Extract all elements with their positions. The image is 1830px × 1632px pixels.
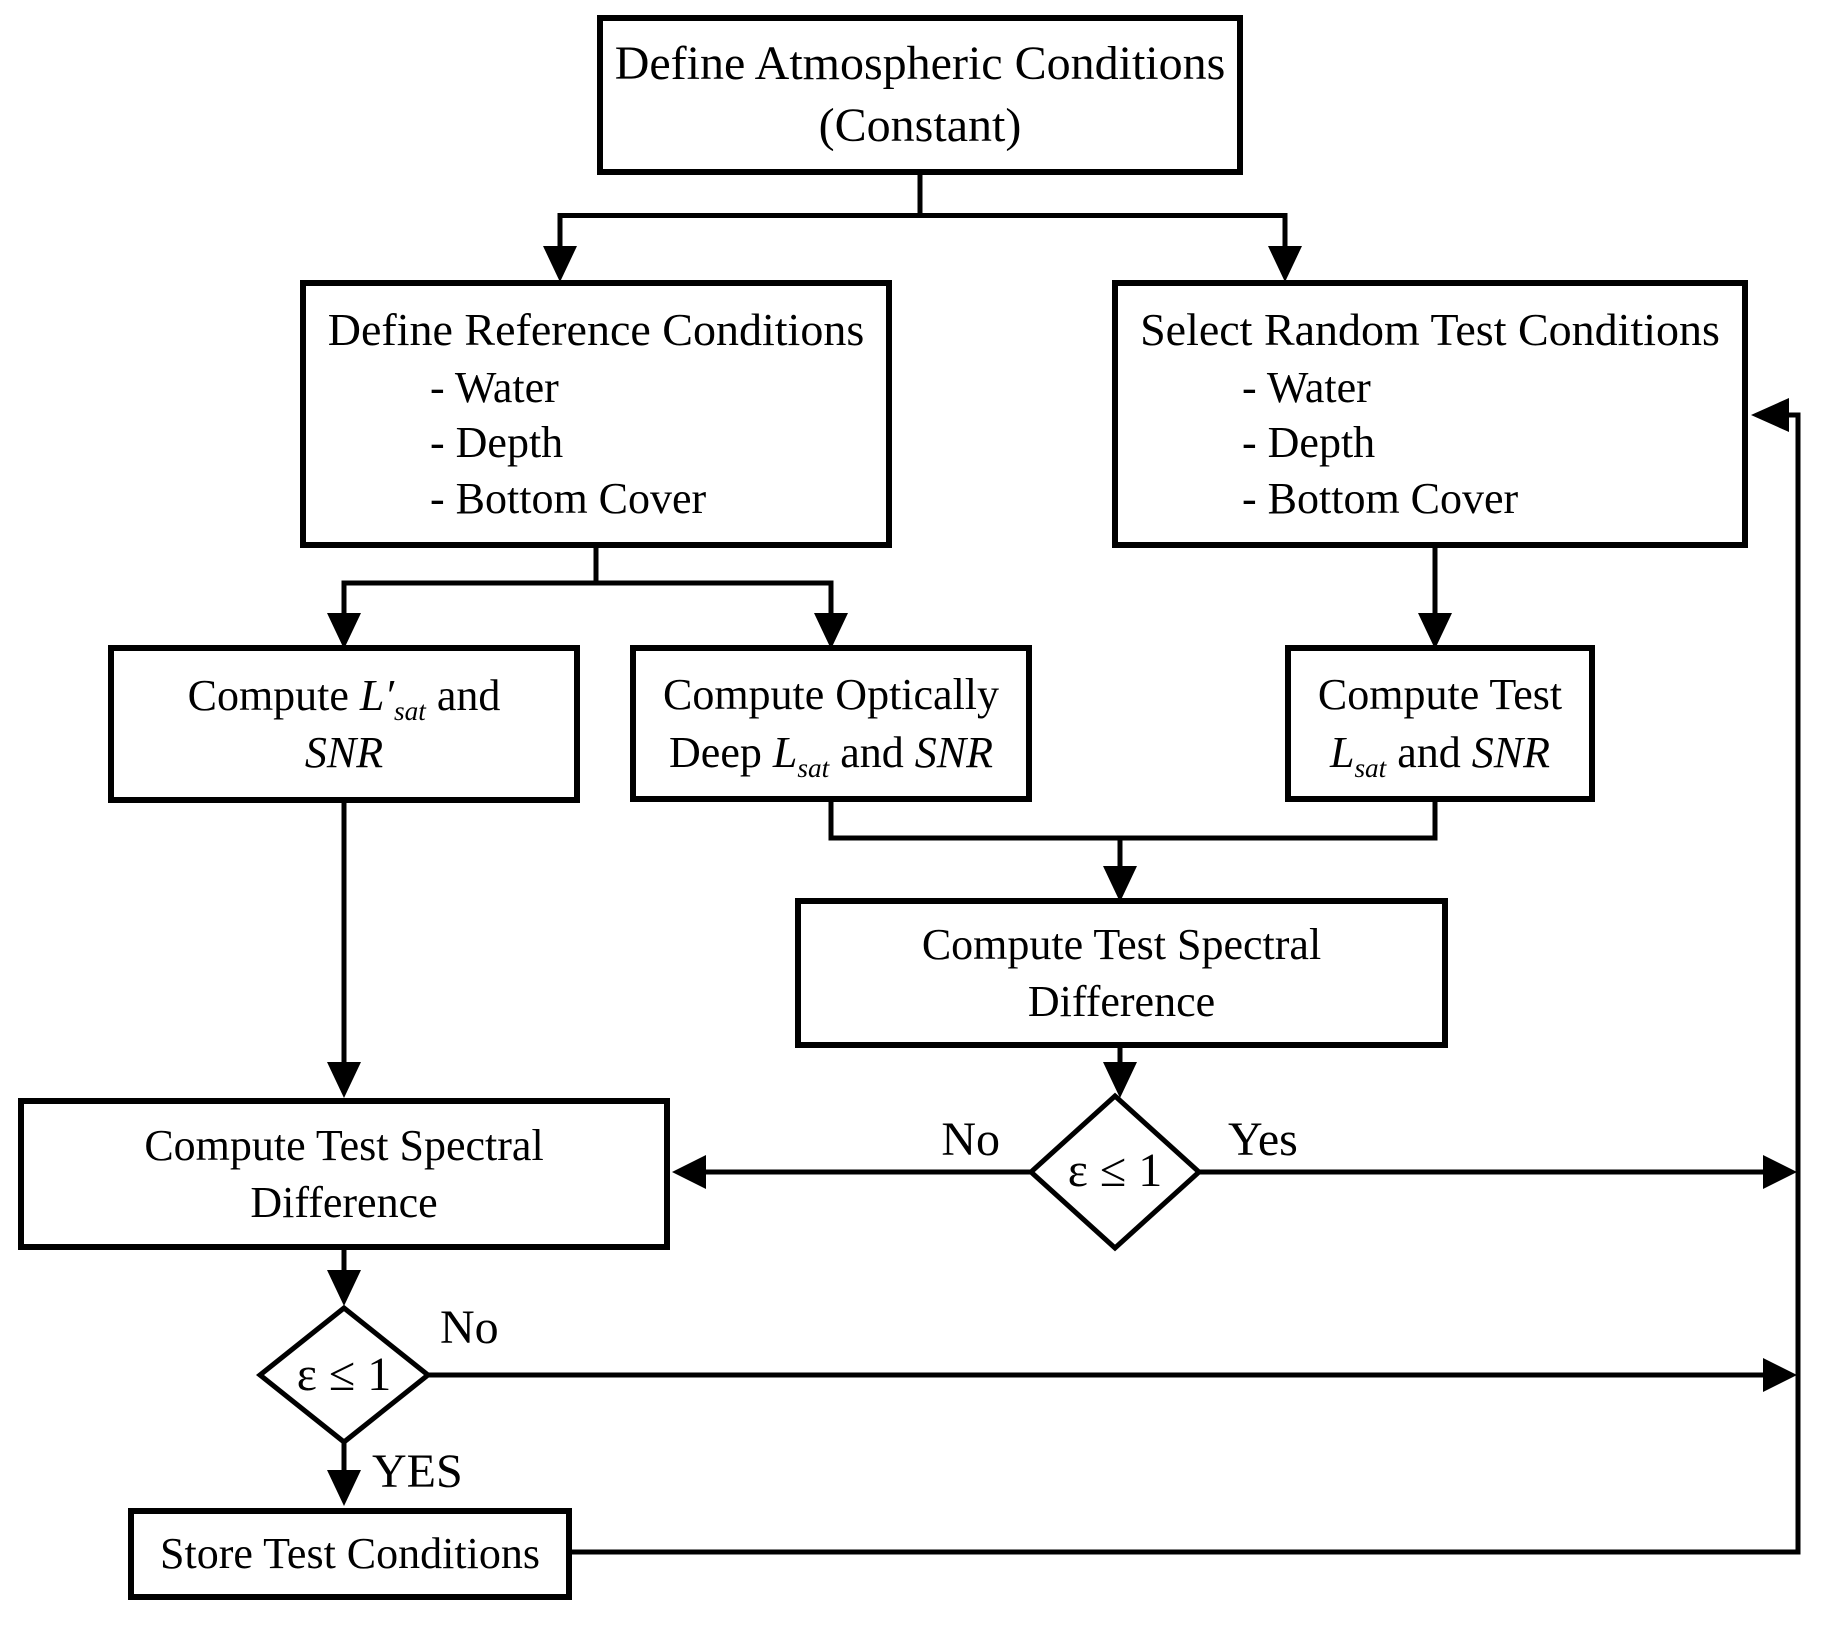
list-item-depth: - Depth <box>430 418 564 468</box>
node-text-line: Compute Test Spectral <box>921 919 1322 969</box>
arrowhead-into-leftdiff-top <box>327 1062 361 1098</box>
arrowhead-into-store <box>327 1470 361 1506</box>
node-text-line: (Constant) <box>818 99 1022 152</box>
node-reference-conditions: Define Reference Conditions - Water - De… <box>300 280 892 548</box>
arrowhead-into-reference <box>543 246 577 282</box>
node-text-line: Compute Optically <box>662 670 1000 720</box>
node-text-line: Compute Test <box>1317 670 1563 720</box>
node-title: Define Reference Conditions <box>327 304 865 355</box>
decision2-no-label: No <box>440 1301 499 1354</box>
arrowhead-into-deep <box>814 613 848 649</box>
edge-reference-split <box>341 548 834 616</box>
arrowhead-into-middiff <box>1103 866 1137 902</box>
node-title: Select Random Test Conditions <box>1140 304 1720 355</box>
node-text-line: Difference <box>250 1178 438 1227</box>
arrowhead-into-leftdiff-right <box>672 1155 706 1189</box>
decision1-condition: ε ≤ 1 <box>1067 1144 1163 1197</box>
node-compute-test-spectral-difference-left: Compute Test Spectral Difference <box>18 1098 670 1250</box>
node-compute-test-lsat-snr: Compute Test Lsat and SNR <box>1285 645 1595 802</box>
arrowhead-into-decision2 <box>327 1270 361 1306</box>
node-random-test-conditions: Select Random Test Conditions - Water - … <box>1112 280 1748 548</box>
edge-atmospheric-split <box>557 175 1288 250</box>
decision1-yes-label: Yes <box>1228 1113 1298 1166</box>
node-text-line: Difference <box>1027 977 1216 1026</box>
decision2-condition: ε ≤ 1 <box>296 1348 392 1401</box>
node-text-line: Lsat and SNR <box>1329 727 1551 783</box>
edge-feedback-loop <box>572 412 1801 1555</box>
decision2-diamond <box>255 1304 433 1446</box>
node-compute-optically-deep: Compute Optically Deep Lsat and SNR <box>630 645 1032 802</box>
node-atmospheric-conditions: Define Atmospheric Conditions (Constant) <box>597 15 1243 175</box>
arrowhead-into-lsatprime <box>327 613 361 649</box>
arrowhead-into-decision1 <box>1103 1062 1137 1098</box>
node-text-line: Store Test Conditions <box>160 1529 540 1579</box>
arrowhead-into-computetest <box>1418 613 1452 649</box>
decision1-diamond <box>1027 1092 1203 1252</box>
node-text-line: SNR <box>304 728 384 777</box>
list-item-bottom-cover: - Bottom Cover <box>1242 473 1519 523</box>
decision1-no-label: No <box>941 1113 1000 1166</box>
arrowhead-loop-into-random <box>1751 398 1789 432</box>
arrowhead-decision2-no-to-loop <box>1763 1358 1797 1392</box>
edge-join-to-middiff <box>828 802 1438 868</box>
node-text-line: Deep Lsat and SNR <box>669 727 993 783</box>
list-item-water: - Water <box>430 362 559 412</box>
node-text-line: Define Atmospheric Conditions <box>614 36 1226 90</box>
node-store-test-conditions: Store Test Conditions <box>128 1508 572 1600</box>
decision2-yes-label: YES <box>372 1445 463 1498</box>
node-compute-lsat-prime-snr: Compute L′sat and SNR <box>108 645 580 803</box>
arrowhead-decision1-yes-to-loop <box>1763 1155 1797 1189</box>
list-item-depth: - Depth <box>1242 418 1376 468</box>
list-item-bottom-cover: - Bottom Cover <box>430 473 707 523</box>
node-text-line: Compute Test Spectral <box>144 1120 544 1170</box>
node-compute-test-spectral-difference-mid: Compute Test Spectral Difference <box>795 898 1448 1048</box>
list-item-water: - Water <box>1242 362 1371 412</box>
node-text-line: Compute L′sat and <box>187 670 501 726</box>
arrowhead-into-random <box>1268 246 1302 282</box>
